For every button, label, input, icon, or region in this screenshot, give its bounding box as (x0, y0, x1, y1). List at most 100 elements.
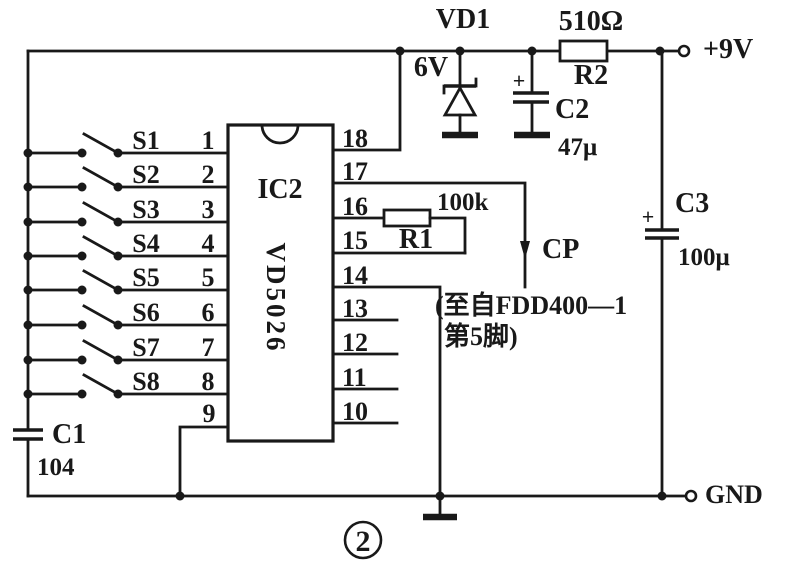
ic-notch (260, 123, 300, 145)
capacitor-c3: + C3 100μ (642, 49, 730, 498)
switch-label: S4 (132, 229, 159, 258)
c3-value-label: 100μ (678, 244, 730, 271)
c3-polarity-mark: + (642, 204, 655, 229)
switch-label: S6 (132, 298, 159, 327)
vd1-ref-label: VD1 (436, 4, 490, 35)
pin-number: 17 (342, 157, 368, 186)
c1-ref-label: C1 (52, 419, 86, 450)
pin14-ground-net: 14 (331, 261, 457, 521)
resistor-r2 (558, 39, 609, 63)
switch-label: S7 (132, 333, 159, 362)
pin9-wire (178, 425, 230, 498)
cp-label: CP (542, 234, 579, 265)
r1-loop-wire (428, 216, 467, 255)
gnd-terminal-group: GND (657, 480, 763, 509)
pin-number: 18 (342, 124, 368, 153)
switch-label: S2 (132, 160, 159, 189)
r1-network: 16 15 100k R1 (331, 189, 489, 255)
r2-value-label: 510Ω (559, 6, 623, 37)
vcc-label: +9V (703, 34, 753, 65)
pin-number: 1 (202, 126, 215, 155)
pin-number: 8 (202, 367, 215, 396)
pin-number: 4 (202, 229, 215, 258)
switch-label: S1 (132, 126, 159, 155)
pin-number: 16 (342, 192, 368, 221)
pin18-wire (331, 49, 402, 152)
switch-s4: S4 4 (23, 229, 230, 261)
pin-number: 9 (203, 399, 216, 428)
zener-vd1: VD1 6V (414, 4, 490, 139)
pin18-net: 18 (331, 46, 405, 153)
switch-blade (82, 339, 120, 362)
cp-arrow-icon (520, 241, 530, 259)
switch-blade (82, 201, 120, 224)
cp-note-line2: 第5脚) (444, 321, 518, 351)
junction-dot (175, 491, 185, 501)
pin17-cp-net: 17 CP (至自FDD400—1 第5脚) (331, 157, 627, 351)
switch-s1: S1 1 (23, 126, 230, 158)
pin-number: 14 (342, 261, 368, 290)
switch-label: S8 (132, 367, 159, 396)
switch-s7: S7 7 (23, 333, 230, 365)
switch-pole-dot (77, 285, 87, 295)
pin-number: 12 (342, 328, 368, 357)
switch-s6: S6 6 (23, 298, 230, 330)
pin-number: 6 (202, 298, 215, 327)
switch-pole-dot (77, 148, 87, 158)
ic-body (226, 123, 335, 443)
gnd-terminal-icon (684, 489, 698, 503)
pin-number: 3 (202, 195, 215, 224)
vd1-diode-triangle (442, 85, 478, 117)
r1-ref-label: R1 (399, 224, 433, 255)
c2-ref-label: C2 (555, 94, 589, 125)
pin14-wire (331, 285, 442, 498)
vd1-value-label: 6V (414, 52, 448, 83)
capacitor-c1: C1 104 (13, 419, 86, 481)
switch-s8: S8 8 (23, 367, 230, 399)
switch-pole-dot (77, 182, 87, 192)
cp-note-line1: (至自FDD400—1 (435, 290, 627, 320)
switch-blade (82, 373, 120, 396)
pin-number: 5 (202, 263, 215, 292)
pin-number: 11 (342, 363, 367, 392)
pin-number: 15 (342, 226, 368, 255)
c2-polarity-mark: + (513, 68, 526, 93)
c3-ref-label: C3 (675, 188, 709, 219)
pin-number: 13 (342, 294, 368, 323)
switch-label: S5 (132, 263, 159, 292)
ic-part-label: VD5026 (261, 243, 291, 354)
figure-number-group: 2 (343, 520, 383, 560)
pin-number: 2 (202, 160, 215, 189)
c1-value-label: 104 (37, 454, 75, 481)
switch-blade (82, 166, 120, 189)
switch-pole-dot (77, 389, 87, 399)
switch-pole-dot (77, 355, 87, 365)
figure-number-circle-icon (343, 520, 383, 560)
figure-number: 2 (356, 525, 371, 558)
pin-number: 10 (342, 397, 368, 426)
ic-ref-label: IC2 (257, 174, 302, 205)
switch-blade (82, 304, 120, 327)
resistor-r2-group: 510Ω R2 (558, 6, 623, 91)
ic-vd5026: IC2 VD5026 (226, 123, 335, 443)
switch-pole-dot (77, 251, 87, 261)
switch-s3: S3 3 (23, 195, 230, 227)
switch-blade (82, 235, 120, 258)
junction-dot (395, 46, 405, 56)
switch-s5: S5 5 (23, 263, 230, 295)
c3-stem-top (658, 49, 664, 230)
r1-value-label: 100k (437, 189, 489, 216)
switch-blade (82, 269, 120, 292)
pin-number: 7 (202, 333, 215, 362)
gnd-label: GND (705, 480, 763, 509)
capacitor-c2: + C2 47μ (513, 46, 597, 161)
unused-pins: 13 12 11 10 (331, 294, 399, 426)
switch-label: S3 (132, 195, 159, 224)
junction-dot (657, 491, 667, 501)
vcc-terminal-group: +9V (655, 34, 753, 65)
r2-ref-label: R2 (574, 60, 608, 91)
c2-value-label: 47μ (558, 134, 597, 161)
switch-pole-dot (77, 320, 87, 330)
